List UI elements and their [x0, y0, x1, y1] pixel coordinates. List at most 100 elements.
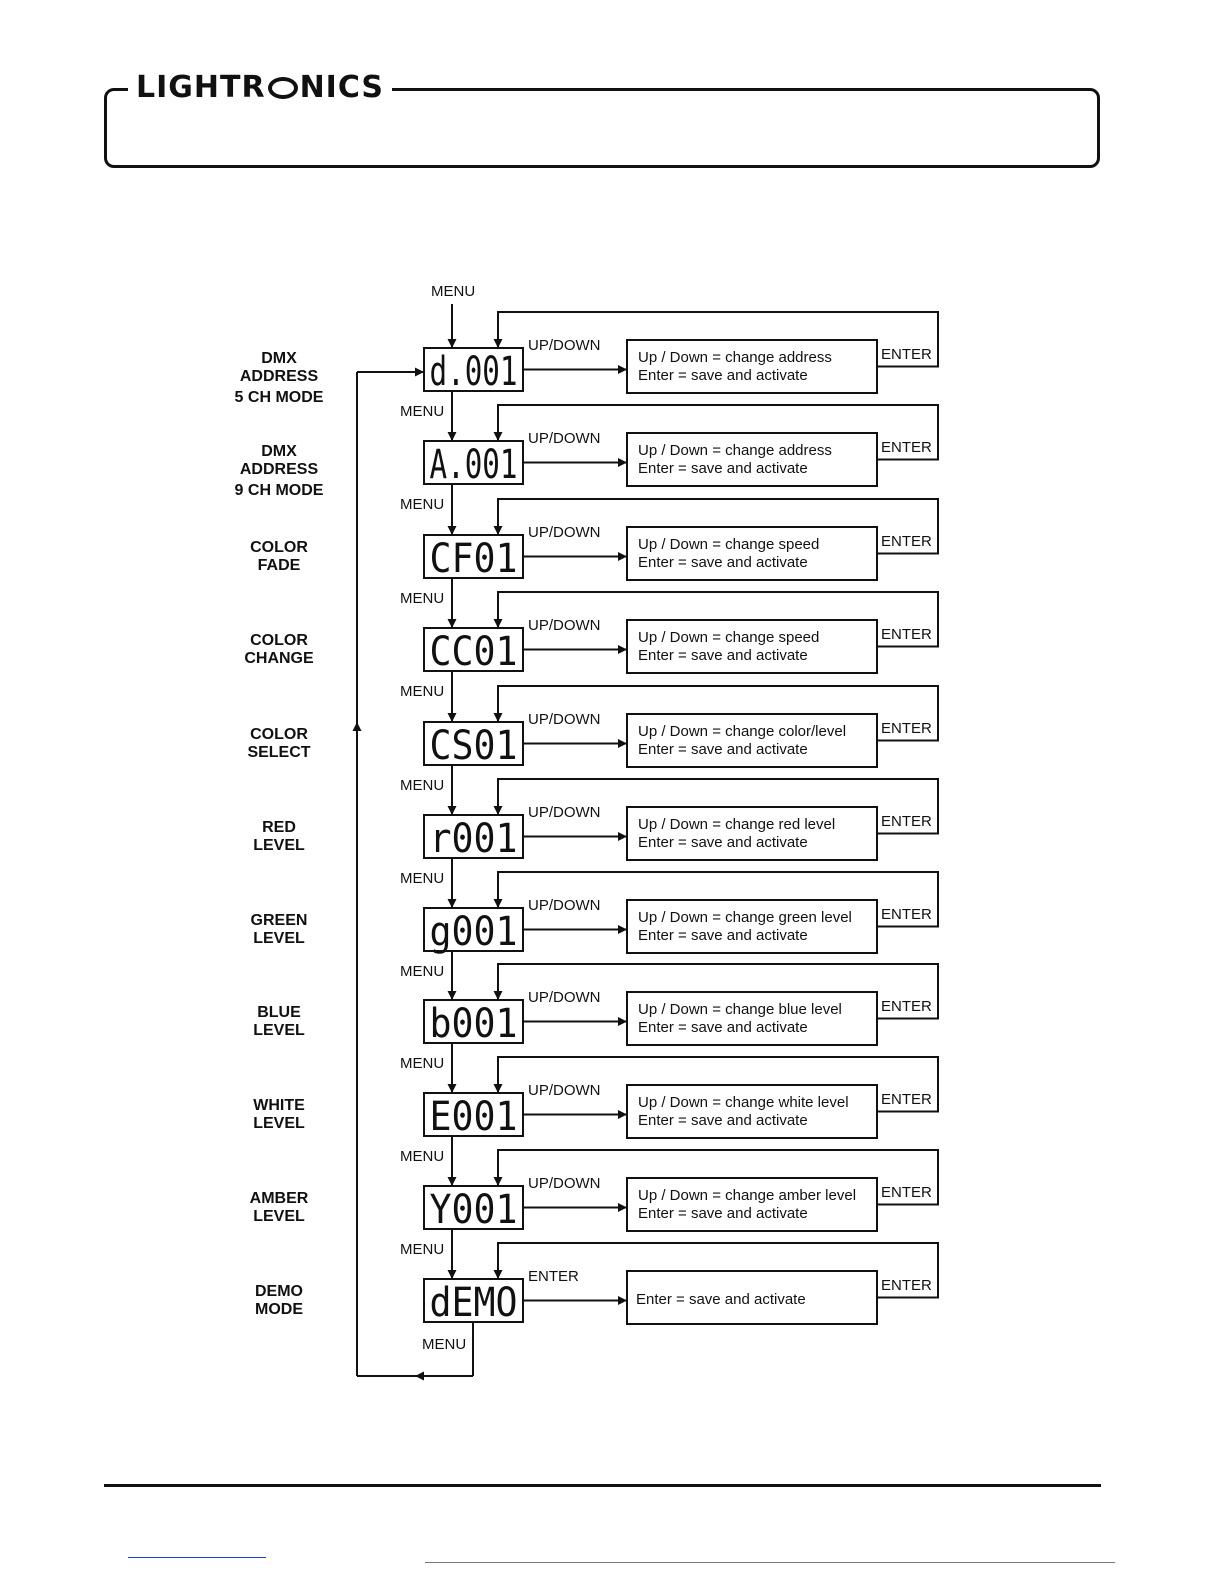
enter-loop-arrow: [493, 1242, 939, 1299]
trigger-label: UP/DOWN: [528, 524, 601, 541]
menu-label: MENU: [400, 590, 445, 607]
menu-label-return: MENU: [422, 1336, 467, 1353]
trigger-label: UP/DOWN: [528, 1175, 601, 1192]
lcd-display-10: [423, 1278, 524, 1323]
lcd-readout: E001: [430, 1094, 518, 1140]
description-line-1: Up / Down = change speed: [638, 536, 820, 553]
description-line-1: Up / Down = change color/level: [638, 723, 847, 740]
header-frame: [104, 88, 1100, 168]
description-box-8: [626, 1084, 878, 1139]
lcd-readout: CS01: [430, 723, 518, 769]
description-box-10: [626, 1270, 878, 1325]
description-line-1: Enter = save and activate: [636, 1291, 806, 1308]
description-line-2: Enter = save and activate: [638, 647, 808, 664]
description-box-4: [626, 713, 878, 768]
description-line-2: Enter = save and activate: [638, 367, 808, 384]
mode-label-line: 9 CH MODE: [234, 482, 324, 499]
trigger-label: UP/DOWN: [528, 804, 601, 821]
lcd-readout: A.001: [430, 442, 518, 488]
mode-label-line: LEVEL: [253, 1022, 305, 1039]
mode-label-line: LEVEL: [253, 837, 305, 854]
lcd-readout: g001: [430, 909, 518, 955]
enter-label: ENTER: [881, 345, 932, 363]
mode-label-line: DMX: [261, 350, 297, 367]
description-box-5: [626, 806, 878, 861]
description-line-2: Enter = save and activate: [638, 554, 808, 571]
mode-label-line: DMX: [261, 443, 297, 460]
lcd-display-5: [423, 814, 524, 859]
menu-label: MENU: [400, 683, 445, 700]
trigger-label: UP/DOWN: [528, 617, 601, 634]
mode-label-line: CHANGE: [244, 650, 314, 667]
mode-label-line: MODE: [255, 1301, 303, 1318]
enter-loop-arrow: [493, 591, 939, 648]
enter-loop-arrow: [493, 311, 939, 368]
enter-label: ENTER: [881, 1090, 932, 1108]
lcd-display-3: [423, 627, 524, 672]
lcd-readout: d.001: [430, 349, 518, 395]
description-line-1: Up / Down = change white level: [638, 1094, 849, 1111]
mode-label-line: 5 CH MODE: [234, 389, 324, 406]
description-line-2: Enter = save and activate: [638, 1205, 808, 1222]
description-line-1: Up / Down = change amber level: [638, 1187, 857, 1204]
enter-label: ENTER: [881, 1276, 932, 1294]
enter-label: ENTER: [881, 812, 932, 830]
description-line-1: Up / Down = change address: [638, 349, 832, 366]
enter-loop-arrow: [493, 404, 939, 461]
description-box-3: [626, 619, 878, 674]
lcd-display-2: [423, 534, 524, 579]
menu-label: MENU: [400, 963, 445, 980]
enter-loop-arrow: [493, 778, 939, 835]
enter-label: ENTER: [881, 1183, 932, 1201]
description-box-7: [626, 991, 878, 1046]
description-line-2: Enter = save and activate: [638, 460, 808, 477]
enter-loop-arrow: [493, 1149, 939, 1206]
description-line-2: Enter = save and activate: [638, 741, 808, 758]
enter-loop-arrow: [493, 1056, 939, 1113]
menu-label: MENU: [400, 1241, 445, 1258]
trigger-label: UP/DOWN: [528, 337, 601, 354]
lcd-display-4: [423, 721, 524, 766]
mode-label-line: DEMO: [255, 1283, 303, 1300]
lcd-display-6: [423, 907, 524, 952]
mode-label-line: COLOR: [250, 726, 308, 743]
lcd-readout: CF01: [430, 536, 518, 582]
mode-label-line: RED: [262, 819, 296, 836]
description-line-1: Up / Down = change address: [638, 442, 832, 459]
description-line-1: Up / Down = change blue level: [638, 1001, 842, 1018]
trigger-label: ENTER: [528, 1268, 579, 1285]
mode-label-line: WHITE: [253, 1097, 305, 1114]
description-line-2: Enter = save and activate: [638, 927, 808, 944]
description-line-1: Up / Down = change speed: [638, 629, 820, 646]
lcd-readout: CC01: [430, 629, 518, 675]
trigger-label: UP/DOWN: [528, 430, 601, 447]
mode-label-line: FADE: [257, 557, 301, 574]
lcd-readout: b001: [430, 1001, 518, 1047]
trigger-label: UP/DOWN: [528, 897, 601, 914]
mode-label-line: COLOR: [250, 539, 308, 556]
description-line-1: Up / Down = change green level: [638, 909, 852, 926]
description-line-2: Enter = save and activate: [638, 1112, 808, 1129]
mode-label-line: AMBER: [249, 1190, 309, 1207]
mode-label-line: ADDRESS: [239, 368, 319, 385]
enter-label: ENTER: [881, 719, 932, 737]
lcd-display-8: [423, 1092, 524, 1137]
mode-label-line: BLUE: [257, 1004, 301, 1021]
menu-label: MENU: [400, 870, 445, 887]
enter-label: ENTER: [881, 532, 932, 550]
mode-label-line: GREEN: [250, 912, 308, 929]
menu-label: MENU: [400, 496, 445, 513]
menu-label-start: MENU: [431, 283, 476, 300]
enter-loop-arrow: [493, 498, 939, 555]
mode-label-line: COLOR: [250, 632, 308, 649]
trigger-label: UP/DOWN: [528, 989, 601, 1006]
mode-label-line: ADDRESS: [239, 461, 319, 478]
